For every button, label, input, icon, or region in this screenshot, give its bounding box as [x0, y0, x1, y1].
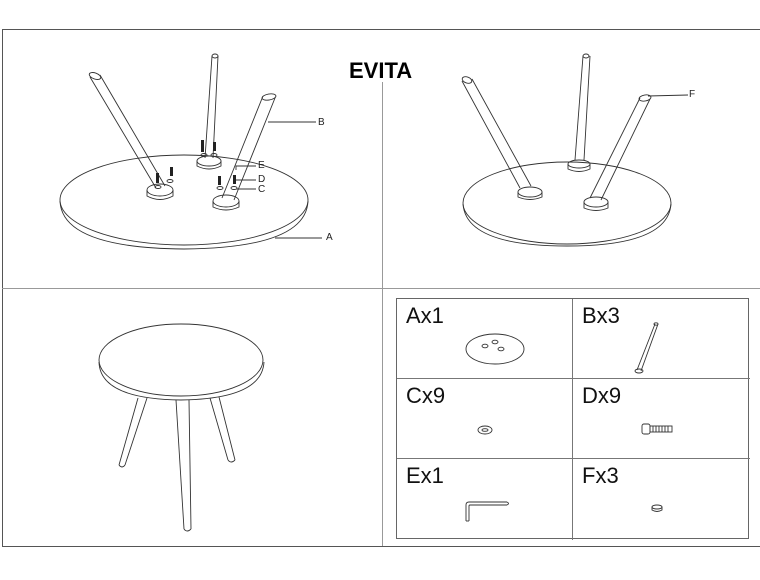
part-label-d: Dx9: [582, 383, 622, 408]
part-label-c: Cx9: [406, 383, 446, 408]
part-cell-f: Fx3: [573, 459, 750, 540]
callout-e: E: [258, 160, 265, 171]
step2-assembled-underside: [461, 53, 689, 247]
part-label-b: Bx3: [582, 303, 620, 328]
frame-top-right-b: [414, 29, 760, 30]
part-cell-a: Ax1: [397, 299, 573, 379]
part-label-a: Ax1: [406, 303, 444, 328]
step1-exploded-view: [59, 53, 322, 250]
part-cell-c: Cx9: [397, 379, 573, 459]
part-cell-b: Bx3: [573, 299, 750, 379]
part-cell-d: Dx9: [573, 379, 750, 459]
foot-cap-icon: [651, 504, 663, 512]
frame-left: [2, 29, 3, 546]
callout-f: F: [689, 89, 696, 100]
frame-middle-divider: [2, 288, 760, 289]
part-label-f: Fx3: [582, 463, 619, 488]
step3-finished-table: [98, 323, 265, 532]
frame-center-divider: [382, 82, 383, 546]
tabletop-icon: [465, 333, 525, 365]
callout-d: D: [258, 174, 266, 185]
bolt-icon: [641, 423, 673, 435]
leg-icon: [634, 322, 659, 374]
frame-bottom: [2, 546, 760, 547]
callout-c: C: [258, 184, 266, 195]
callout-a: A: [326, 232, 333, 243]
part-label-e: Ex1: [406, 463, 444, 488]
parts-list-table: Ax1 Bx3 Cx9 Dx9: [396, 298, 750, 540]
washer-icon: [477, 425, 493, 435]
part-cell-e: Ex1: [397, 459, 573, 540]
allen-key-icon: [465, 501, 509, 522]
product-title: EVITA: [349, 58, 413, 83]
callout-b: B: [318, 117, 325, 128]
frame-top-left-b: [2, 29, 349, 30]
